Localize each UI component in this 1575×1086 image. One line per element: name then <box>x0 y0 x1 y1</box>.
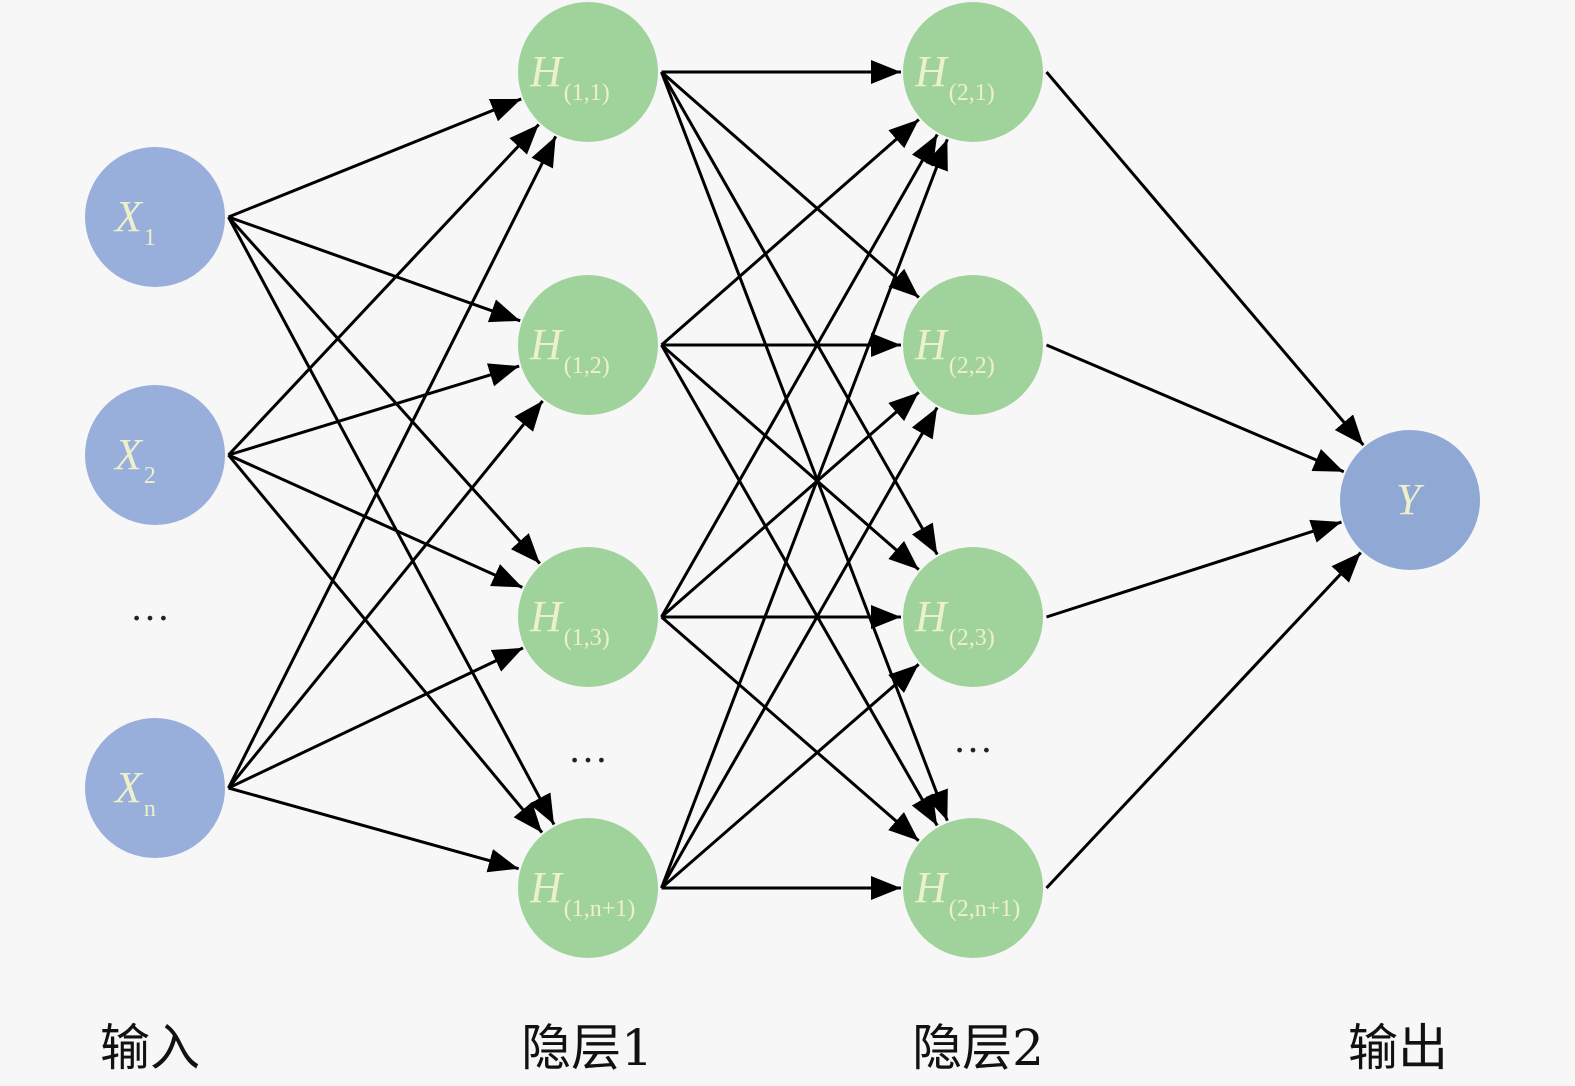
edge-l2-n3-to-n0 <box>1045 551 1362 890</box>
node-circle <box>903 547 1043 687</box>
edge-l0-n2-to-n3 <box>228 786 520 873</box>
layer-label-input: 输入 <box>100 1019 200 1077</box>
node-x-0-2: Xn <box>85 718 225 858</box>
edge-l1-n1-to-n3 <box>660 344 939 827</box>
node-h-1-0: H(1,1) <box>518 2 658 142</box>
layer-label-hidden2: 隐层2 <box>912 1019 1044 1077</box>
node-h-2-1: H(2,2) <box>903 275 1043 415</box>
edge-l1-n2-to-n1 <box>660 391 920 619</box>
node-x-0-1: X2 <box>85 385 225 525</box>
node-y-3-0: Y <box>1340 430 1480 570</box>
node-circle <box>903 2 1043 142</box>
edge-l0-n2-to-n1 <box>227 399 544 789</box>
edges <box>227 60 1365 900</box>
layer-label-output: 输出 <box>1348 1019 1448 1077</box>
ellipsis-layer-1: … <box>568 726 608 771</box>
node-circle <box>518 547 658 687</box>
node-x-0-0: X1 <box>85 147 225 287</box>
edge-l0-n1-to-n3 <box>227 454 544 834</box>
node-h-1-1: H(1,2) <box>518 275 658 415</box>
edge-l0-n2-to-n2 <box>227 646 524 790</box>
node-h-1-2: H(1,3) <box>518 547 658 687</box>
edge-l1-n2-to-n0 <box>660 133 939 618</box>
node-circle <box>518 2 658 142</box>
edge-l1-n3-to-n1 <box>660 406 939 889</box>
edge-l2-n1-to-n0 <box>1045 343 1345 474</box>
node-circle <box>1340 430 1480 570</box>
edge-l1-n1-to-n0 <box>660 118 920 347</box>
edge-l0-n1-to-n2 <box>227 453 523 589</box>
edge-l1-n2-to-n3 <box>660 615 920 842</box>
node-label: Y <box>1396 475 1425 524</box>
node-circle <box>85 385 225 525</box>
node-circle <box>85 718 225 858</box>
edge-l0-n1-to-n0 <box>227 123 540 457</box>
node-circle <box>518 818 658 958</box>
edge-l2-n2-to-n0 <box>1046 519 1342 619</box>
edge-l0-n2-to-n0 <box>227 135 558 789</box>
node-circle <box>903 818 1043 958</box>
ellipsis-layer-0: … <box>130 584 170 629</box>
edge-l1-n3-to-n0 <box>660 138 949 889</box>
edge-l1-n0-to-n2 <box>660 71 939 556</box>
edge-l0-n1-to-n1 <box>228 363 520 457</box>
edge-l0-n0-to-n2 <box>227 215 541 565</box>
node-circle <box>518 275 658 415</box>
node-h-2-2: H(2,3) <box>903 547 1043 687</box>
edge-l1-n3-to-n2 <box>660 663 920 890</box>
edge-l2-n0-to-n0 <box>1045 71 1365 447</box>
ellipses: … … … <box>130 584 993 771</box>
node-circle <box>85 147 225 287</box>
node-circle <box>903 275 1043 415</box>
node-h-2-3: H(2,n+1) <box>903 818 1043 958</box>
layer-label-hidden1: 隐层1 <box>521 1019 653 1077</box>
edge-l1-n0-to-n1 <box>660 70 920 299</box>
edge-l0-n0-to-n3 <box>227 216 556 826</box>
edge-l0-n0-to-n0 <box>227 97 522 219</box>
node-h-2-0: H(2,1) <box>903 2 1043 142</box>
edge-l1-n1-to-n2 <box>660 343 920 571</box>
node-h-1-3: H(1,n+1) <box>518 818 658 958</box>
edge-l1-n0-to-n3 <box>660 71 949 822</box>
ellipsis-layer-2: … <box>953 716 993 761</box>
edge-l0-n0-to-n1 <box>227 215 521 323</box>
